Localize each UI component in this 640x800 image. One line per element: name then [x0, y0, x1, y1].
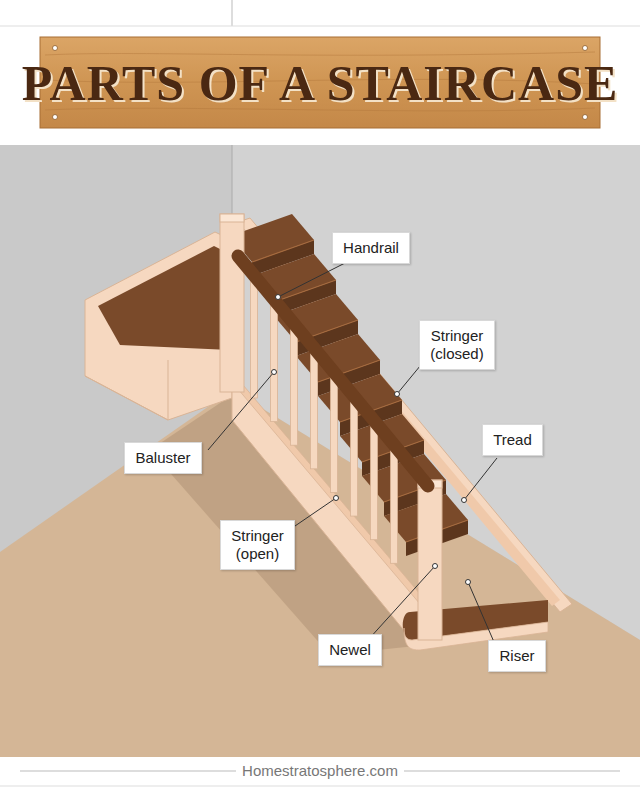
baluster-shape [311, 352, 318, 469]
landing-edge [85, 376, 168, 420]
corner-line [232, 0, 233, 26]
baluster-shape [251, 279, 258, 398]
leader-lines [208, 263, 497, 642]
part-name: Stringer (open) [231, 527, 284, 563]
landing-edge [168, 360, 169, 420]
baluster-shape [371, 425, 378, 540]
title-sign: PARTS OF A STAIRCASE [40, 37, 600, 128]
part-name: Handrail [343, 239, 399, 257]
bottom-newel [418, 480, 442, 640]
part-name: Newel [329, 641, 371, 659]
header-band [0, 0, 640, 145]
baluster-shape [391, 449, 398, 563]
handrail [238, 256, 428, 486]
watermark: Homestratosphere.com [236, 762, 404, 779]
part-label-box: Stringer (open) [220, 520, 295, 570]
part-label-box: Riser [488, 640, 546, 672]
footer: Homestratosphere.com [0, 762, 640, 780]
baluster-shape [331, 376, 338, 492]
wall [0, 145, 640, 757]
part-label-box: Stringer (closed) [419, 320, 495, 370]
top-newel [220, 214, 244, 392]
baluster-shape [351, 400, 358, 516]
rule-line [0, 26, 640, 27]
title: PARTS OF A STAIRCASE [22, 54, 619, 112]
part-label-box: Handrail [332, 232, 410, 264]
landing-floor [98, 246, 230, 350]
open-stringer [232, 378, 420, 650]
part-label-box: Newel [318, 634, 382, 666]
newel-cap [220, 214, 244, 222]
footer-band [0, 757, 640, 800]
footer-rule [0, 786, 640, 787]
part-label-box: Baluster [124, 442, 202, 474]
baluster-shape [271, 304, 278, 422]
part-name: Baluster [135, 449, 191, 467]
part-label-box: Tread [482, 424, 543, 456]
baluster-shape [291, 328, 298, 445]
part-name: Stringer (closed) [430, 327, 484, 363]
part-name: Tread [493, 431, 532, 449]
landing-box [85, 232, 232, 420]
part-name: Riser [499, 647, 535, 665]
